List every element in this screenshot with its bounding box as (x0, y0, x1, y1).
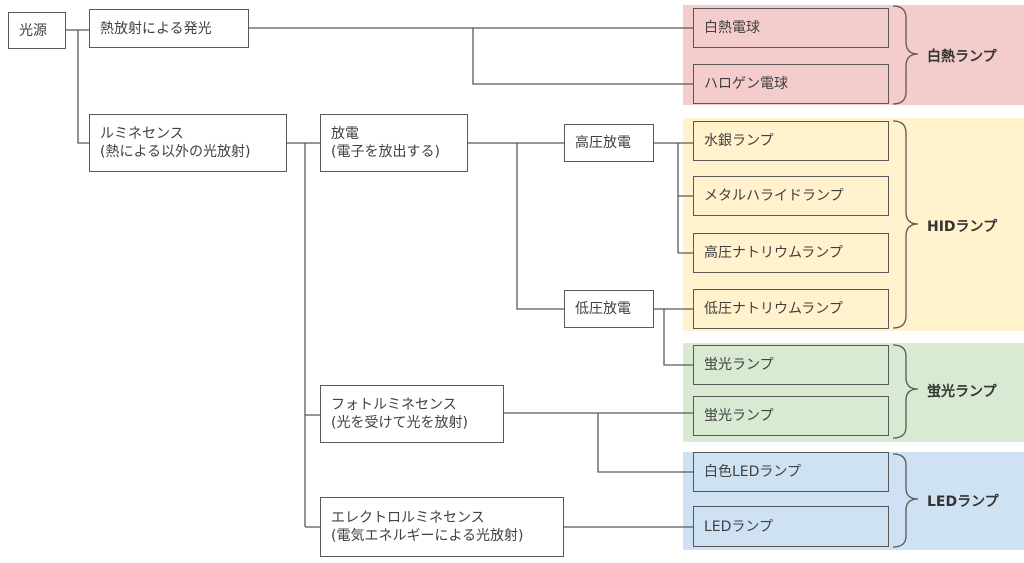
fluorescent-band (683, 343, 1024, 442)
node-electroluminescence: エレクトロルミネセンス (電気エネルギーによる光放射) (320, 497, 564, 557)
hid-band (683, 118, 1024, 331)
connector-low-pressure-lamps (654, 308, 693, 366)
connector-discharge-pressure (468, 142, 564, 310)
node-light-source: 光源 (8, 12, 66, 49)
node-low-pressure-label: 低圧放電 (575, 301, 631, 317)
lamp-low-pressure-sodium: 低圧ナトリウムランプ (693, 289, 889, 329)
group-label-led: LEDランプ (927, 494, 999, 510)
brace-incandescent (892, 5, 919, 105)
node-photoluminescence-line2: (光を受けて光を放射) (331, 415, 468, 431)
node-photoluminescence: フォトルミネセンス (光を受けて光を放射) (320, 385, 504, 443)
lamp-fluorescent-1: 蛍光ランプ (693, 345, 889, 385)
node-high-pressure-label: 高圧放電 (575, 135, 631, 151)
node-thermal-radiation: 熱放射による発光 (89, 9, 249, 48)
lamp-halogen-bulb: ハロゲン電球 (693, 64, 889, 104)
lamp-incandescent-bulb-label: 白熱電球 (704, 20, 760, 36)
node-thermal-radiation-label: 熱放射による発光 (100, 20, 212, 37)
node-discharge-line2: (電子を放出する) (331, 144, 440, 160)
node-electroluminescence-line2: (電気エネルギーによる光放射) (331, 528, 524, 544)
connector-root-luminescence (77, 30, 89, 144)
lamp-halogen-bulb-label: ハロゲン電球 (704, 76, 788, 92)
node-photoluminescence-line1: フォトルミネセンス (331, 397, 457, 413)
node-discharge-line1: 放電 (331, 126, 359, 142)
group-label-incandescent: 白熱ランプ (927, 49, 997, 65)
node-luminescence: ルミネセンス (熱による以外の光放射) (89, 114, 287, 172)
node-low-pressure-discharge: 低圧放電 (564, 290, 654, 328)
node-luminescence-line1: ルミネセンス (100, 126, 184, 142)
connector-high-pressure-lamps (654, 142, 693, 254)
lamp-metal-halide: メタルハライドランプ (693, 176, 889, 216)
node-luminescence-line2: (熱による以外の光放射) (100, 144, 251, 160)
led-band (683, 452, 1024, 550)
group-label-fluorescent: 蛍光ランプ (927, 384, 997, 400)
brace-fluorescent (892, 344, 919, 439)
lamp-white-led-label: 白色LEDランプ (704, 464, 802, 480)
node-light-source-label: 光源 (19, 22, 47, 39)
lamp-led-label: LEDランプ (704, 518, 774, 535)
connector-photo-lamps (504, 412, 693, 473)
lamp-fluorescent-2: 蛍光ランプ (693, 396, 889, 436)
node-discharge: 放電 (電子を放出する) (320, 114, 468, 172)
node-high-pressure-discharge: 高圧放電 (564, 124, 654, 162)
lamp-white-led: 白色LEDランプ (693, 452, 889, 492)
group-label-hid: HIDランプ (927, 219, 998, 235)
connector-thermal-lamps (249, 27, 693, 85)
lamp-low-pressure-sodium-label: 低圧ナトリウムランプ (704, 301, 843, 317)
lamp-mercury: 水銀ランプ (693, 121, 889, 161)
brace-led (892, 453, 919, 548)
lamp-high-pressure-sodium: 高圧ナトリウムランプ (693, 233, 889, 273)
node-electroluminescence-line1: エレクトロルミネセンス (331, 510, 485, 526)
lamp-incandescent-bulb: 白熱電球 (693, 8, 889, 48)
incandescent-band (683, 5, 1024, 105)
connector-luminescence-children (287, 142, 320, 528)
brace-hid (892, 120, 919, 329)
lamp-metal-halide-label: メタルハライドランプ (704, 188, 844, 204)
lamp-fluorescent-2-label: 蛍光ランプ (704, 408, 774, 424)
lamp-mercury-label: 水銀ランプ (704, 133, 774, 149)
lamp-fluorescent-1-label: 蛍光ランプ (704, 357, 774, 373)
lamp-high-pressure-sodium-label: 高圧ナトリウムランプ (704, 245, 843, 261)
lamp-led: LEDランプ (693, 506, 889, 547)
